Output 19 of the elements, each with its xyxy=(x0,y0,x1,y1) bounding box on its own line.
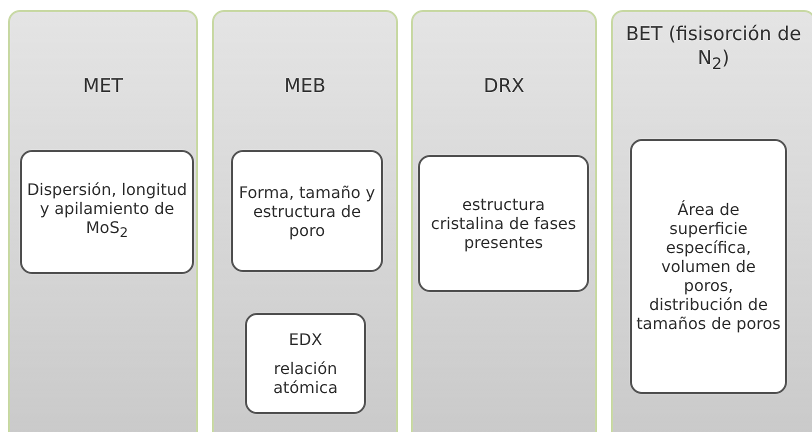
category-panel xyxy=(611,10,812,432)
category-panel xyxy=(212,10,398,432)
box-text: Forma, tamaño y estructura de poro xyxy=(238,182,376,240)
panel-title: MEB xyxy=(283,74,327,98)
panel-title: BET (fisisorción de N$_{2}$) xyxy=(624,22,802,75)
box-text: estructura cristalina de fases presentes xyxy=(430,195,578,252)
info-box xyxy=(630,139,787,394)
box-heading: EDX xyxy=(288,330,322,349)
panel-title: DRX xyxy=(482,74,526,98)
info-box xyxy=(418,155,589,292)
panel-title: MET xyxy=(82,74,124,98)
category-panel xyxy=(411,10,597,432)
info-box xyxy=(20,150,194,274)
box-text: Área de superficie específica, volumen de poros, distribución de tamaños de poros xyxy=(636,200,781,333)
box-text: Dispersión, longitud y apilamiento de MoS$_{2}$ xyxy=(26,180,188,244)
info-box xyxy=(245,313,366,414)
info-box xyxy=(231,150,383,272)
category-panel xyxy=(8,10,198,432)
box-text: relación atómica xyxy=(272,359,339,397)
